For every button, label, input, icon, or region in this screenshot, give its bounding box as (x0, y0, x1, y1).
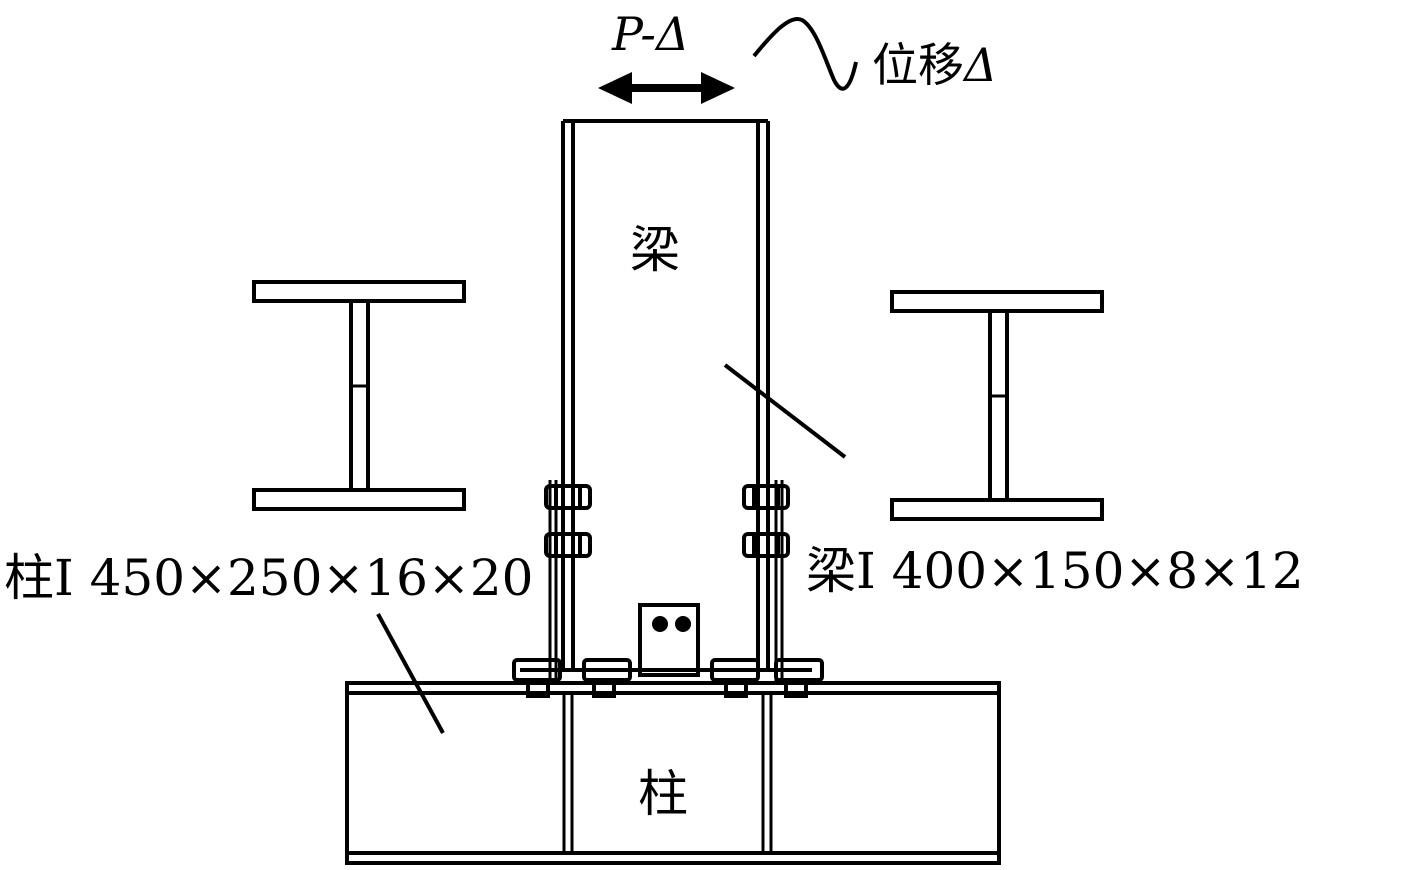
bracket-bolt-icons (652, 616, 691, 632)
beam-label: 梁 (630, 221, 680, 279)
beam-spec-label: 梁I 400×150×8×12 (806, 542, 1304, 600)
bolt-group-right-upper (742, 484, 790, 558)
sine-wave-icon (752, 16, 858, 91)
displacement-text: 位移 (872, 38, 964, 92)
bolt-group-left-upper (544, 484, 592, 558)
beam-member (520, 119, 812, 685)
beam-leader-line (723, 363, 847, 459)
column-leader-line (376, 613, 445, 734)
i-beam-section-icon-right (890, 290, 1104, 521)
column-label: 柱 (638, 765, 688, 823)
displacement-label: 位移Δ (872, 40, 997, 90)
i-beam-section-icon-left (252, 280, 466, 511)
bolt-group-base (512, 658, 824, 698)
support-bracket (638, 603, 700, 677)
double-arrow-icon (598, 72, 735, 104)
column-spec-label: 柱I 450×250×16×20 (4, 549, 534, 607)
displacement-symbol: Δ (964, 38, 998, 92)
p-delta-label: P-Δ (612, 7, 690, 61)
